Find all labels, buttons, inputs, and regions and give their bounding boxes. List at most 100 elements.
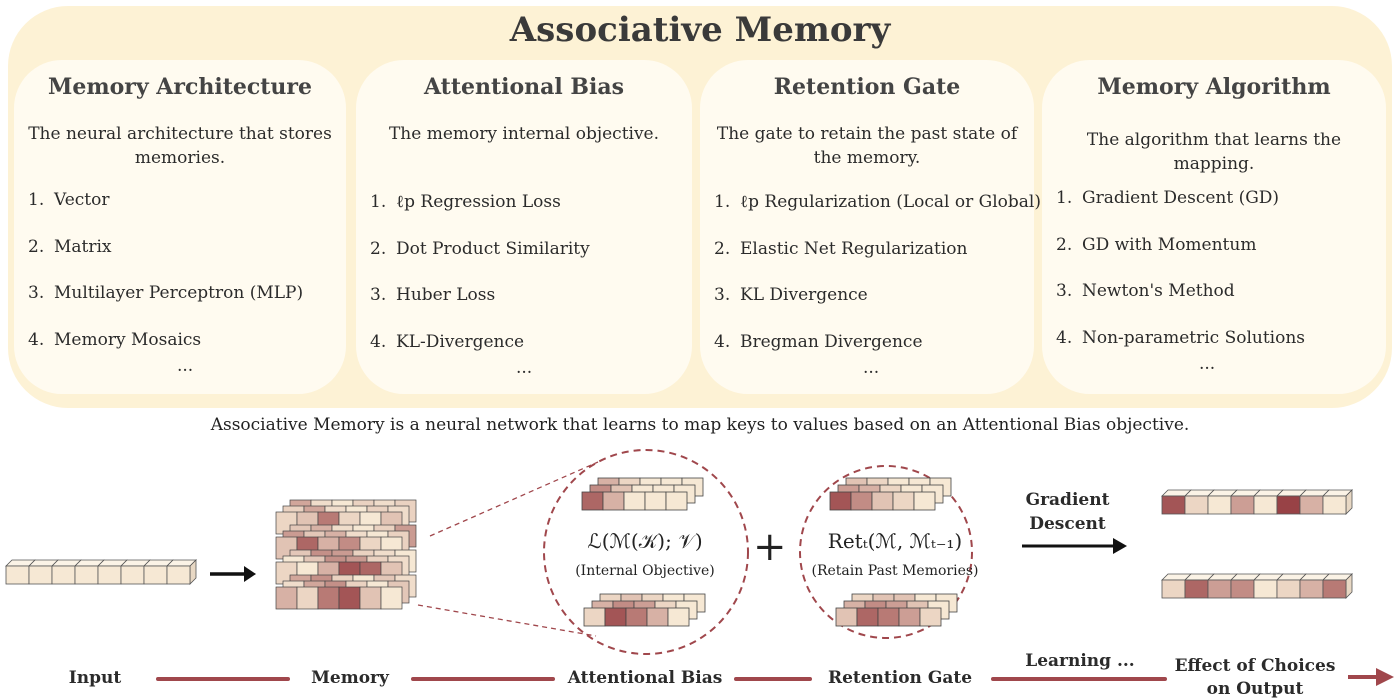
list-item: 2. Dot Product Similarity [370, 239, 688, 286]
retention-top-grid-cell [850, 491, 873, 511]
input-vector-cell [28, 565, 53, 585]
algorithm-arrow-head [1113, 538, 1127, 554]
list-item-number: 1. [714, 192, 731, 212]
list-item-label: ℓp Regression Loss [396, 192, 561, 212]
list-item-number: 1. [28, 190, 45, 210]
list-item: 4.Memory Mosaics [28, 330, 342, 377]
zoom-line-lower [417, 604, 597, 637]
memory-cube-cell [380, 586, 403, 610]
list-item-number: 3. [28, 283, 45, 304]
input-vector-cell [97, 565, 122, 585]
card-title: Memory Architecture [47, 74, 313, 100]
card-title: Attentional Bias [423, 74, 625, 100]
objective-bottom-grid-cell [604, 607, 627, 627]
output-vector-bottom-cell [1299, 579, 1324, 599]
list-item-label: Multilayer Perceptron (MLP) [54, 283, 304, 304]
card-description: The algorithm that learns the mapping. [1086, 130, 1342, 174]
list-item: 1. ℓp Regression Loss [370, 192, 688, 239]
output-vector-top-cell [1253, 495, 1278, 515]
output-vector-top-cell [1299, 495, 1324, 515]
list-item-number: 3. [714, 285, 731, 306]
retention-top-grid-cell [829, 491, 852, 511]
list-item-label: Huber Loss [396, 285, 496, 306]
card-item-list: 1.ℓp Regularization (Local or Global)2.E… [714, 192, 1041, 379]
list-item: 3. Multilayer Perceptron (MLP) [28, 283, 342, 330]
objective-top-grid-cell [581, 491, 604, 511]
objective-note: (Internal Objective) [575, 563, 715, 579]
list-item: 3.KL Divergence [714, 285, 1030, 332]
output-vector-top-cell [1207, 495, 1232, 515]
objective-bottom-grid-cell [667, 607, 690, 627]
card-title: Retention Gate [773, 74, 961, 100]
card-ellipsis: ... [516, 358, 533, 378]
list-item-number: 2. [714, 238, 731, 259]
list-item-label: Non-parametric Solutions [1082, 328, 1306, 349]
pipeline-label-input: Input [68, 668, 122, 688]
retention-note: (Retain Past Memories) [811, 563, 979, 579]
list-item: 3. Huber Loss [370, 285, 688, 332]
output-vector-bottom-cell [1207, 579, 1232, 599]
objective-top-grid-cell [665, 491, 688, 511]
pipeline-final-arrow-head [1376, 668, 1394, 686]
algorithm-label-descent: Descent [1029, 514, 1106, 534]
input-vector-cell [120, 565, 145, 585]
output-vector-top-cell [1230, 495, 1255, 515]
list-item-label: Gradient Descent (GD) [1082, 188, 1280, 208]
caption: Associative Memory is a neural network t… [210, 415, 1190, 435]
list-item: 4.Non-parametric Solutions [1056, 328, 1382, 375]
objective-bottom-grid-cell [625, 607, 648, 627]
retention-top-grid-cell [913, 491, 936, 511]
memory-cube-cell [275, 586, 298, 610]
pipeline-label-memory: Memory [311, 668, 389, 688]
list-item: 2.Matrix [28, 237, 342, 284]
list-item: 2.Elastic Net Regularization [714, 239, 1030, 286]
pipeline-label-retention-gate: Retention Gate [827, 668, 973, 688]
retention-formula: Retₜ(ℳ, ℳₜ₋₁) [827, 529, 963, 553]
list-item-label: GD with Momentum [1082, 234, 1257, 255]
input-vector-cell [143, 565, 168, 585]
algorithm-label-gradient: Gradient [1025, 490, 1110, 510]
input-vector-cell [74, 565, 99, 585]
list-item-label: Dot Product Similarity [396, 238, 590, 259]
pipeline-label-attentional-bias: Attentional Bias [567, 668, 723, 688]
list-item-number: 1. [370, 192, 387, 212]
pipeline-label-effect: Effect of Choices [1174, 656, 1336, 676]
pipeline-label-learning: Learning ... [1025, 651, 1135, 671]
list-item-number: 2. [1056, 234, 1073, 255]
list-item: 4.KL-Divergence [370, 332, 688, 379]
list-item-number: 4. [28, 330, 45, 351]
list-item-number: 2. [370, 238, 387, 259]
objective-formula: ℒ(ℳ(𝒦); 𝒱) [587, 529, 703, 553]
output-vector-top-cell [1161, 495, 1186, 515]
list-item-label: Vector [54, 190, 110, 210]
retention-bottom-grid-cell [877, 607, 900, 627]
retention-bottom-grid-cell [898, 607, 921, 627]
output-vector-bottom-cell [1276, 579, 1301, 599]
card-ellipsis: ... [177, 356, 194, 376]
output-vector-top-cell [1276, 495, 1301, 515]
list-item-number: 4. [370, 332, 387, 353]
list-item-number: 3. [1056, 281, 1073, 302]
retention-top-grid-cell [892, 491, 915, 511]
list-item: 1.ℓp Regularization (Local or Global) [714, 192, 1041, 239]
output-vector-top-cell [1322, 495, 1347, 515]
input-arrow-head [244, 566, 256, 582]
list-item: 4.Bregman Divergence [714, 332, 1030, 379]
input-vector-cell [51, 565, 76, 585]
list-item-number: 2. [28, 236, 45, 257]
list-item-number: 3. [370, 285, 387, 306]
input-vector-cell [166, 565, 191, 585]
output-vector-bottom-cell [1253, 579, 1278, 599]
list-item-label: Newton's Method [1082, 281, 1235, 302]
card-description: The neural architecture that stores memo… [28, 124, 332, 168]
memory-cube-cell [317, 586, 340, 610]
objective-circle [543, 449, 749, 655]
main-title: Associative Memory [509, 10, 891, 50]
list-item: 1.Gradient Descent (GD) [1056, 188, 1382, 235]
objective-top-grid-cell [644, 491, 667, 511]
objective-top-grid-cell [602, 491, 625, 511]
list-item-number: 4. [714, 332, 731, 353]
